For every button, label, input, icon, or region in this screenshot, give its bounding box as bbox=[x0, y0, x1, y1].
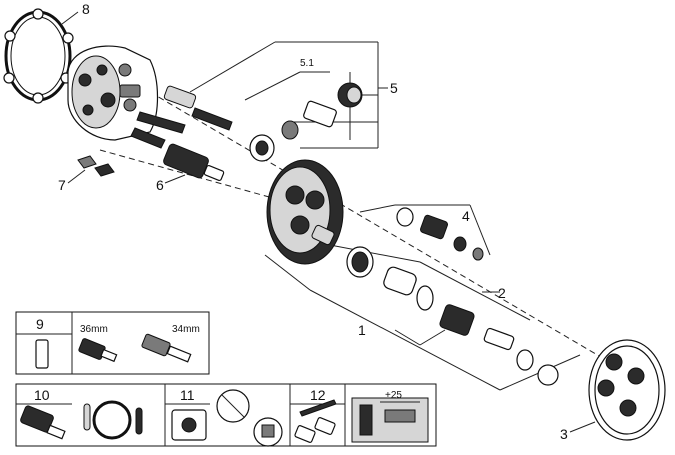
legend-12-dimension: +25 bbox=[385, 390, 402, 401]
trim-plate-part-3 bbox=[588, 339, 666, 441]
tube-icon bbox=[35, 339, 49, 369]
callout-2: 2 bbox=[498, 285, 506, 301]
legend-12-number: 12 bbox=[310, 387, 326, 403]
cartridge-icon bbox=[20, 405, 54, 433]
rotate-arrows-icon bbox=[92, 400, 132, 440]
legend-9-size-a: 36mm bbox=[80, 324, 108, 335]
callout-4: 4 bbox=[462, 208, 470, 224]
legend-9-size-b: 34mm bbox=[172, 324, 200, 335]
callout-6: 6 bbox=[156, 177, 164, 193]
legend-box-9: 9 36mm 34mm bbox=[15, 311, 210, 375]
callout-1: 1 bbox=[358, 322, 366, 338]
callout-5: 5 bbox=[390, 80, 398, 96]
callout-7: 7 bbox=[58, 177, 66, 193]
legend-11-number: 11 bbox=[180, 387, 195, 403]
cartridge-part-6 bbox=[163, 143, 225, 182]
part-5-group bbox=[249, 82, 363, 162]
callout-8: 8 bbox=[82, 1, 90, 17]
callout-5-1: 5.1 bbox=[300, 58, 314, 69]
callout-3: 3 bbox=[560, 426, 568, 442]
extension-rod-icon bbox=[299, 399, 337, 417]
escutcheon-plate bbox=[266, 159, 344, 265]
sleeves-part-1-2 bbox=[346, 246, 559, 386]
legend-10-number: 10 bbox=[34, 387, 50, 403]
cartridge-rods bbox=[130, 85, 233, 149]
thermometer-cold-icon bbox=[83, 403, 91, 431]
thermometer-hot-icon bbox=[135, 407, 143, 435]
part-4-group bbox=[396, 207, 484, 261]
cartridge-34mm-icon bbox=[141, 333, 171, 357]
legend-row-tools: 10 11 12 +25 bbox=[15, 383, 437, 447]
callout-labels: 8 5.1 5 7 6 4 2 1 3 bbox=[58, 1, 568, 442]
nuts-part-7 bbox=[77, 155, 115, 177]
legend-9-number: 9 bbox=[36, 316, 44, 332]
valve-body bbox=[67, 45, 159, 141]
